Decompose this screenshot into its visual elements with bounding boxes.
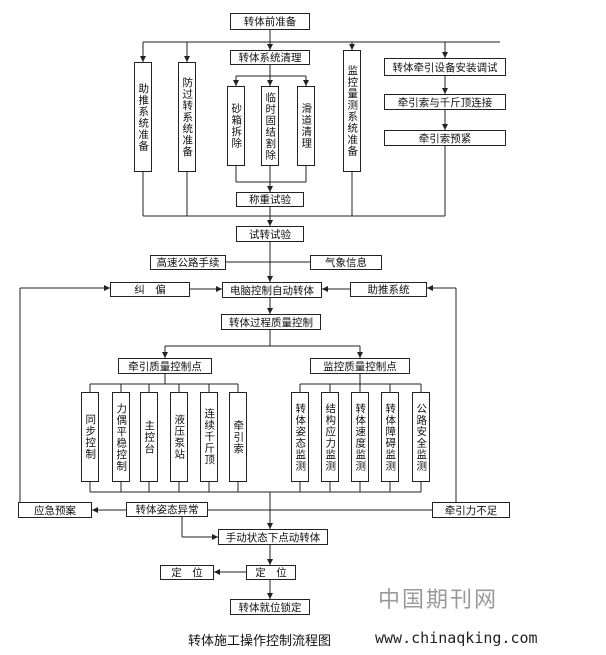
watermark: 中国期刊网 [378,588,499,613]
node-speed-mon: 转体速度监测 [351,392,369,482]
node-prep: 转体前准备 [230,13,310,30]
node-force-low: 牵引力不足 [432,502,510,518]
node-weigh: 称重试验 [236,192,304,207]
node-main-ctrl: 主控台 [140,392,158,482]
figure-caption: 转体施工操作控制流程图 [188,634,332,649]
node-cable: 牵引索 [229,392,247,482]
node-cable-jack: 牵引索与千斤顶连接 [384,94,506,110]
node-auto-rotate: 电脑控制自动转体 [222,282,322,298]
node-assist-sys: 助推系统 [350,282,427,297]
node-sandbox: 砂箱拆除 [227,86,245,166]
node-locate-left: 定 位 [160,565,214,580]
node-stress-mon: 结构应力监测 [321,392,339,482]
node-slide-clean: 滑道清理 [297,86,315,166]
node-process-qc: 转体过程质量控制 [221,314,321,330]
node-trial: 试转试验 [236,226,304,242]
node-clean: 转体系统清理 [230,50,310,65]
node-attitude-abn: 转体姿态异常 [126,502,208,517]
node-manual: 手动状态下点动转体 [218,529,328,545]
node-obstacle-mon: 转体障碍监测 [381,392,399,482]
node-correct: 纠 偏 [110,282,190,297]
node-locate-right: 定 位 [246,565,296,580]
node-highway: 高速公路手续 [150,255,226,270]
node-couple: 力偶平稳控制 [112,392,130,482]
source-url: www.chinaqking.com [375,629,538,647]
node-emergency: 应急预案 [18,502,92,518]
node-pump: 液压泵站 [170,392,188,482]
node-cont-jack: 连续千斤顶 [200,392,218,482]
node-traction-qc: 牵引质量控制点 [118,358,212,374]
node-lock: 转体就位锁定 [230,599,310,615]
node-weather: 气象信息 [310,255,382,270]
node-monitor-qc: 监控质量控制点 [310,358,410,374]
node-traction-install: 转体牵引设备安装调试 [384,58,506,76]
node-road-mon: 公路安全监测 [412,392,430,482]
node-temp-cut: 临时固结割除 [261,86,279,166]
node-attitude-mon: 转体姿态监测 [291,392,309,482]
node-assist-prep: 助推系统准备 [134,62,152,172]
node-anti-drift-prep: 防过转系统准备 [178,62,196,172]
node-sync: 同步控制 [81,392,99,482]
node-cable-pretension: 牵引索预紧 [384,130,506,146]
node-monitor-prep: 监控量测系统准备 [343,50,361,172]
